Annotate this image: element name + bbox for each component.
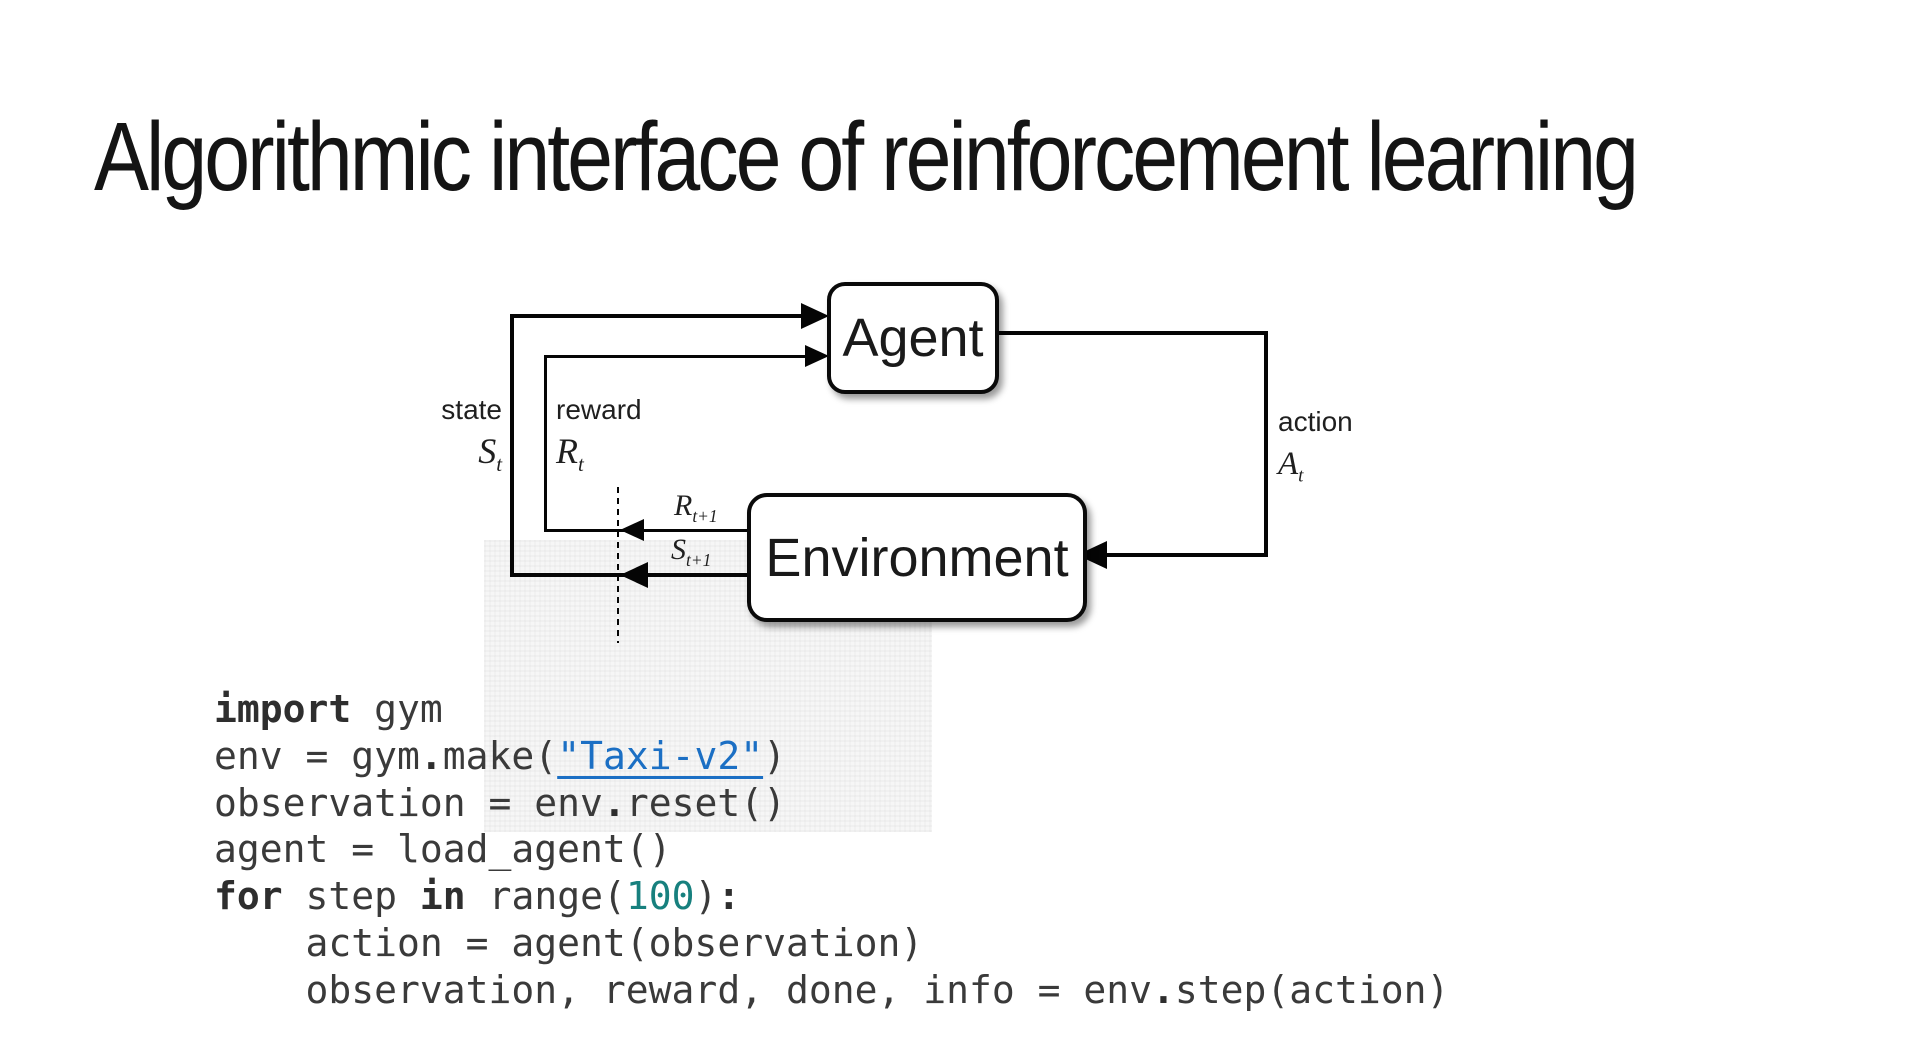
next-state-symbol: St+1	[671, 533, 712, 570]
state-label: state	[441, 394, 502, 425]
code-line-1: import gym	[214, 686, 1449, 733]
code-token-op: .	[419, 733, 443, 778]
page-title: Algorithmic interface of reinforcement l…	[94, 101, 1639, 211]
code-token-pl: gym	[351, 687, 443, 731]
code-token-pl: )	[763, 733, 786, 778]
reward-line-left	[544, 355, 547, 532]
code-token-num: 100	[625, 874, 695, 919]
next-state-arrowhead-icon	[620, 562, 648, 588]
code-token-pl: agent = load_agent()	[214, 827, 672, 872]
code-token-op: .	[602, 780, 626, 825]
code-token-pl: observation = env	[214, 780, 603, 825]
environment-box: Environment	[747, 493, 1087, 622]
next-reward-arrowhead-icon	[620, 519, 644, 541]
code-token-pl: reset()	[625, 780, 786, 825]
action-label: action	[1278, 406, 1353, 437]
code-token-pl: observation, reward, done, info = env	[214, 967, 1153, 1012]
reward-line-top	[544, 355, 806, 358]
taxi-v2-link[interactable]: "Taxi-v2"	[557, 733, 764, 778]
environment-label: Environment	[765, 527, 1069, 588]
code-line-5: for step in range(100):	[214, 873, 1449, 920]
code-token-op: :	[717, 874, 741, 919]
agent-box: Agent	[827, 282, 999, 394]
action-symbol: At	[1278, 446, 1304, 487]
next-reward-symbol: Rt+1	[674, 489, 718, 526]
state-line-top	[510, 314, 805, 318]
reward-symbol: Rt	[556, 431, 584, 477]
agent-label: Agent	[842, 308, 984, 368]
action-line-top	[991, 331, 1268, 335]
code-line-6: action = agent(observation)	[214, 920, 1449, 967]
reward-line-bottom	[544, 529, 748, 532]
code-token-pl: )	[694, 874, 718, 919]
timestep-boundary-dashed-line	[617, 487, 619, 643]
code-token-kw: import	[214, 687, 352, 731]
reward-arrowhead-into-agent-icon	[805, 345, 829, 367]
code-token-pl: action = agent(observation)	[214, 920, 924, 965]
action-line-right	[1264, 331, 1268, 557]
code-token-pl: range(	[465, 874, 626, 919]
code-token-kw: for	[214, 874, 283, 919]
state-line-left	[510, 314, 514, 577]
reward-label: reward	[556, 394, 642, 425]
state-symbol: St	[478, 431, 502, 477]
code-token-kw: in	[419, 874, 466, 919]
code-token-pl: step(action)	[1174, 967, 1450, 1012]
code-line-2: env = gym.make("Taxi-v2")	[214, 733, 1449, 780]
code-token-pl: step	[282, 874, 420, 919]
code-token-pl: make(	[442, 733, 558, 778]
code-line-7: observation, reward, done, info = env.st…	[214, 967, 1450, 1014]
code-token-pl: env = gym	[214, 733, 420, 778]
action-line-bottom	[1105, 553, 1268, 557]
code-line-3: observation = env.reset()	[214, 780, 1449, 827]
state-arrowhead-into-agent-icon	[801, 303, 829, 329]
code-line-4: agent = load_agent()	[214, 826, 1449, 873]
code-token-op: .	[1152, 967, 1175, 1012]
